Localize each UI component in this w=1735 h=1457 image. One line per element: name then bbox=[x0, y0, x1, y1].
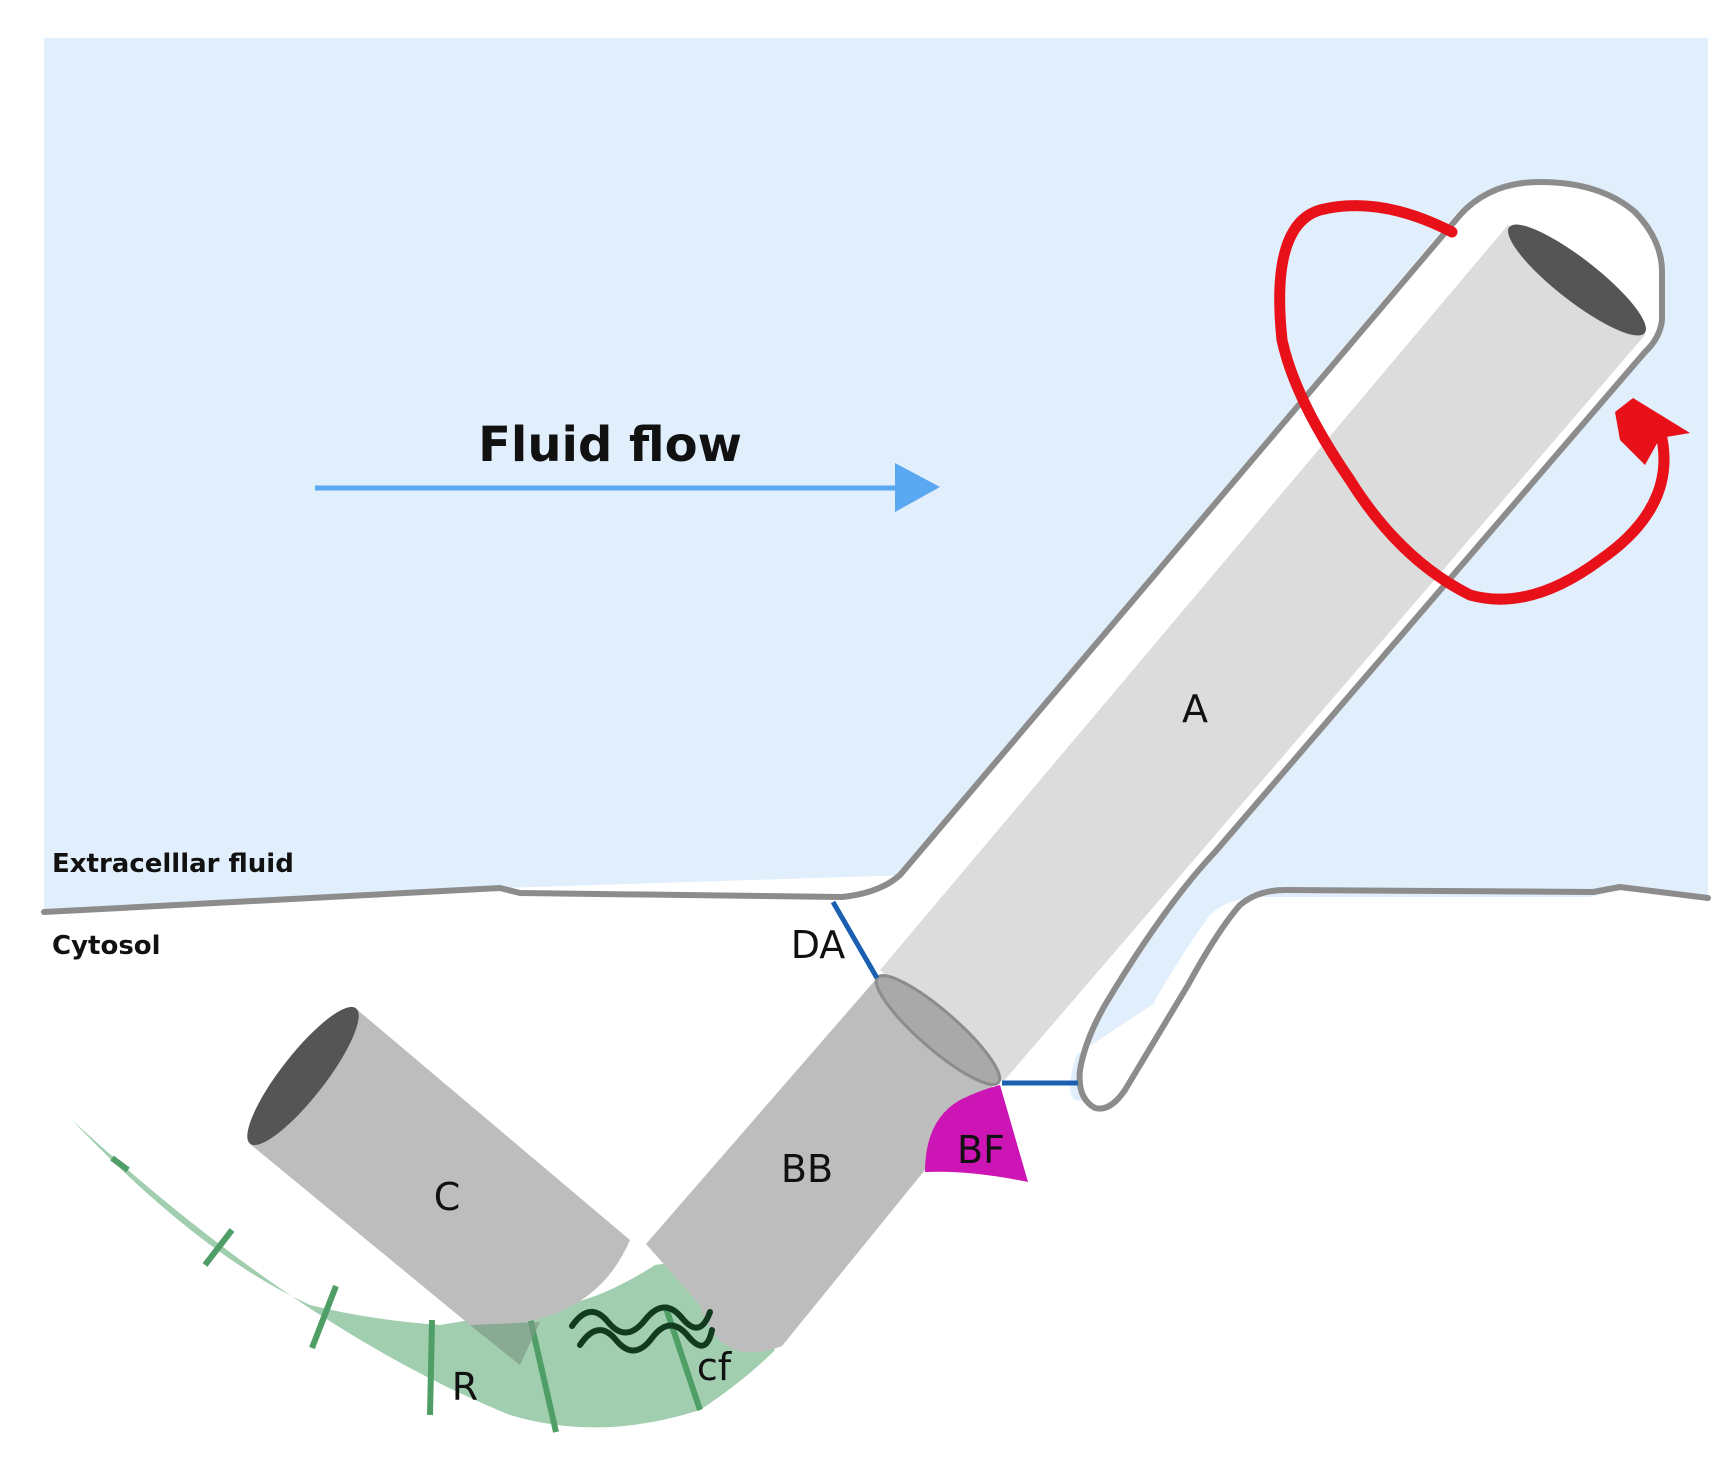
basal-foot bbox=[925, 1085, 1028, 1182]
connecting-fiber bbox=[569, 1304, 713, 1336]
axoneme-label: A bbox=[1182, 687, 1208, 731]
centriole-lumen bbox=[247, 1006, 359, 1146]
rootlet-striation bbox=[427, 1319, 435, 1416]
plasma-membrane bbox=[41, 179, 1711, 1112]
extracellular-label: Extracelllar fluid bbox=[52, 849, 294, 879]
connecting-fiber bbox=[577, 1322, 715, 1354]
axoneme-lumen bbox=[1508, 224, 1646, 336]
rootlet bbox=[72, 1120, 775, 1428]
rootlet-striation bbox=[110, 1155, 130, 1173]
cytosol-label: Cytosol bbox=[52, 931, 161, 961]
basal-body bbox=[646, 978, 998, 1353]
basal-foot-label: BF bbox=[957, 1128, 1005, 1172]
rotation-arrow-icon bbox=[1615, 398, 1690, 465]
centriole-shadow bbox=[470, 1322, 540, 1365]
rootlet-striation bbox=[309, 1284, 339, 1350]
distal-appendage-left bbox=[830, 900, 880, 980]
distal-appendages bbox=[830, 900, 1078, 1086]
rootlet-label: R bbox=[452, 1365, 478, 1409]
fluid-flow-label: Fluid flow bbox=[478, 417, 742, 473]
centriole bbox=[250, 1007, 630, 1325]
axoneme bbox=[880, 225, 1645, 1082]
connecting-fibers-label: cf bbox=[697, 1345, 733, 1389]
rotation-arrow-back bbox=[1274, 200, 1670, 605]
rootlet-striation bbox=[527, 1317, 559, 1433]
basal-body-label: BB bbox=[781, 1147, 833, 1191]
arrow-right-icon bbox=[895, 463, 940, 512]
rootlet-striation bbox=[202, 1228, 235, 1267]
distal-appendage-label: DA bbox=[791, 923, 846, 967]
extracellular-fluid-region bbox=[44, 38, 1708, 1101]
centriole-label: C bbox=[434, 1175, 461, 1219]
connecting-fibers bbox=[569, 1304, 715, 1354]
